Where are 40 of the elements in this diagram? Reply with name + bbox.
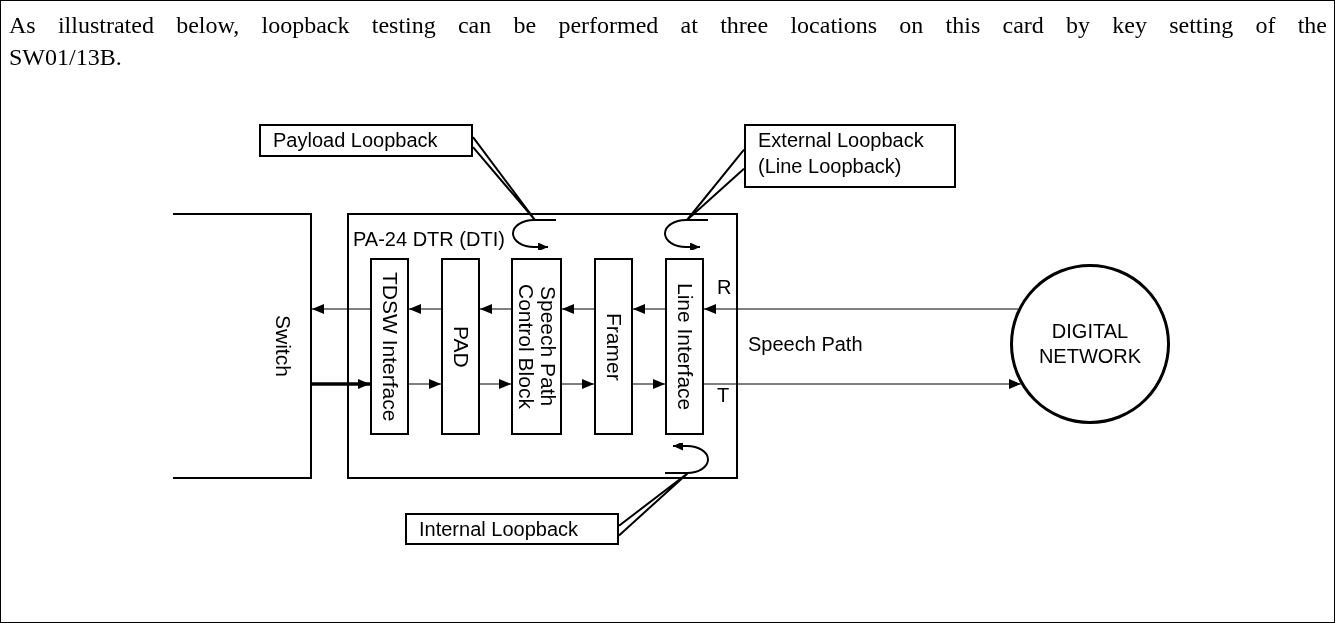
callout-text: External Loopback (Line Loopback) <box>758 129 924 177</box>
block-label: PAD <box>449 325 472 368</box>
callout-box <box>744 124 956 188</box>
block-label: Line Interface <box>673 282 696 411</box>
callout-box <box>259 124 473 157</box>
signal-arrow <box>479 304 512 314</box>
signal-label: Speech Path <box>748 332 863 356</box>
function-block <box>594 258 633 435</box>
callout-text: Payload Loopback <box>273 129 438 151</box>
signal-arrow <box>312 379 370 389</box>
block-label: Speech Path Control Block <box>514 283 559 411</box>
switch-bracket <box>173 213 312 479</box>
signal-arrow <box>408 379 442 389</box>
signal-label: T <box>717 383 730 407</box>
leader-line <box>618 472 689 537</box>
signal-arrow <box>561 304 595 314</box>
function-block <box>665 258 704 435</box>
signal-arrow <box>703 379 1022 389</box>
signal-arrow <box>561 379 595 389</box>
leader-line <box>472 136 536 221</box>
function-block <box>370 258 409 435</box>
block-label: Switch <box>272 315 294 377</box>
card-title: PA-24 DTR (DTI) <box>353 228 505 250</box>
callout-box <box>405 513 619 545</box>
intro-paragraph: As illustrated below, loopback testing can be performed at three locations on this card by key setting of the SW01/13B. <box>9 11 1327 72</box>
card-frame <box>347 213 738 479</box>
block-label: TDSW Interface <box>378 271 401 422</box>
function-block <box>441 258 480 435</box>
function-block <box>511 258 562 435</box>
signal-label: R <box>717 275 732 299</box>
signal-arrow <box>632 379 666 389</box>
signal-arrow <box>479 379 512 389</box>
signal-arrow <box>311 304 371 314</box>
block-label: Framer <box>602 312 625 381</box>
signal-arrow <box>632 304 666 314</box>
leader-line <box>686 148 745 221</box>
signal-arrow <box>408 304 442 314</box>
callout-text: Internal Loopback <box>419 518 578 540</box>
signal-arrow <box>703 304 1019 314</box>
network-label: DIGITAL NETWORK <box>1037 319 1143 369</box>
